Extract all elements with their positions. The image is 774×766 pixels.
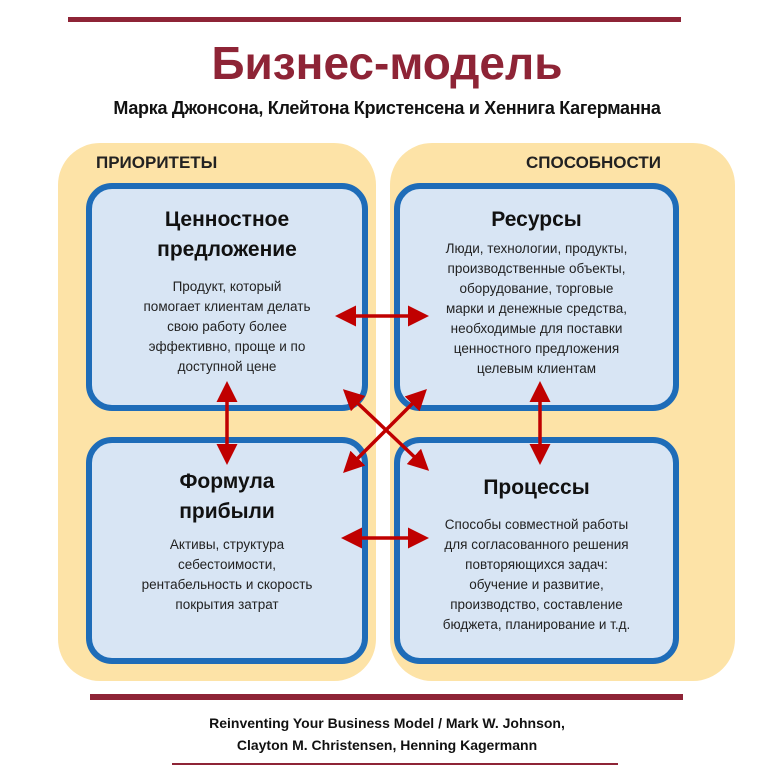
box-title: Ресурсы [491,208,582,231]
box-title: Процессы [483,476,590,499]
box-text: Активы, структура себестоимости, рентабе… [141,537,313,612]
source-credits: Reinventing Your Business Model / Mark W… [209,715,565,753]
box-text: Продукт, который помогает клиентам делат… [143,279,311,374]
priorities-label: ПРИОРИТЕТЫ [96,153,218,172]
processes-box: Процессы Способы совместной работы для с… [394,437,679,664]
arrow-resources-profit [343,389,427,473]
page-title: Бизнес-модель [211,37,563,89]
top-rule [68,17,681,22]
box-title: Формула прибыли [179,470,275,523]
bottom-rule [90,694,683,700]
box-text: Люди, технологии, продукты, производстве… [445,241,628,376]
profit-formula-box: Формула прибыли Активы, структура себест… [86,437,368,664]
capabilities-label: СПОСОБНОСТИ [526,153,661,172]
box-title: Ценностное предложение [157,208,297,261]
resources-box: Ресурсы Люди, технологии, продукты, прои… [394,183,679,411]
page-subtitle: Марка Джонсона, Клейтона Кристенсена и Х… [113,98,661,118]
box-text: Способы совместной работы для согласован… [442,517,631,632]
bottom-thin-rule [172,763,618,765]
